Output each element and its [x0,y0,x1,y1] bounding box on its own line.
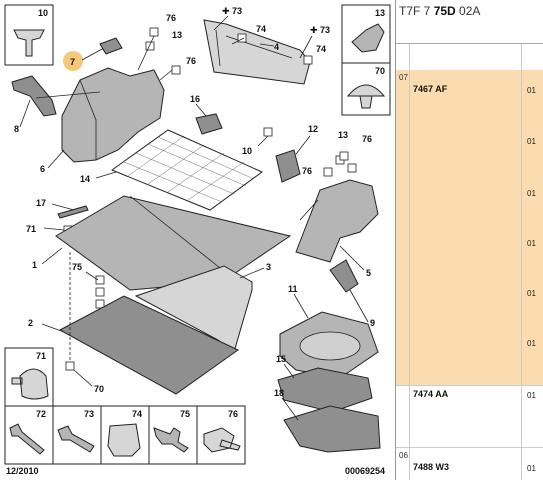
callout-76-c: 76 [362,134,372,144]
row-qty: 01 [527,391,536,400]
svg-text:✚: ✚ [222,6,230,16]
nut-74-icon [107,423,141,457]
row-qty: 01 [527,137,536,146]
part-8-bracket [11,75,57,117]
part-9-bracket [329,259,359,293]
inset-label-75: 75 [180,409,190,419]
part-14-net [110,129,263,211]
callout-13-b: 13 [338,130,348,140]
row-ref: 7474 AA [413,389,449,399]
callout-6: 6 [40,164,45,174]
part-15-insert [277,367,373,413]
inset-label-74: 74 [132,409,142,419]
header-code-bold: 75D [433,4,456,18]
inset-label-13: 13 [375,8,385,18]
part-4-side-trim [203,19,311,85]
part-7-clip [99,37,123,55]
callout-18: 18 [274,388,284,398]
rivet-75-icon [153,427,189,453]
callout-76-a: 76 [166,13,176,23]
inset-label-70: 70 [375,66,385,76]
callout-74-b: 74 [316,44,326,54]
callout-73-b: 73 [320,25,330,35]
callout-75: 75 [72,262,82,272]
callout-74-a: 74 [256,24,266,34]
row-qty: 01 [527,86,536,95]
screw-73-icon [57,425,95,453]
callout-9: 9 [370,318,375,328]
part-2-carpet [58,295,239,395]
part-6-side-trim [61,67,165,163]
callout-7: 7 [70,57,75,67]
row-ref: 7488 W3 [413,462,450,472]
table-row[interactable]: 07 7467 AF 01 01 01 01 01 01 [396,70,543,386]
callout-11: 11 [288,284,298,294]
clip-76-icon [203,427,241,453]
row-qty: 01 [527,464,536,473]
parts-table: T7F 7 75D 02A 07 7467 AF 01 01 01 01 01 … [395,0,543,480]
callout-12: 12 [308,124,318,134]
callout-14: 14 [80,174,90,184]
callout-10: 10 [242,146,252,156]
callout-13-a: 13 [172,30,182,40]
clip-10-icon [13,29,45,57]
callout-76-d: 76 [302,166,312,176]
table-header: T7F 7 75D 02A [396,0,543,44]
footer-date: 12/2010 [6,466,39,476]
callout-2: 2 [28,318,33,328]
callout-70: 70 [94,384,104,394]
part-16-cover [195,113,223,135]
header-spacer [396,44,543,71]
svg-text:✚: ✚ [310,25,318,35]
callout-15: 15 [276,354,286,364]
row-qty: 01 [527,189,536,198]
inset-label-76: 76 [228,409,238,419]
footer-ref: 00069254 [345,466,385,476]
inset-label-71: 71 [36,351,46,361]
part-1-floor [55,195,292,291]
row-qty: 01 [527,339,536,348]
inset-label-10: 10 [38,8,48,18]
callout-4: 4 [274,42,279,52]
callout-17: 17 [36,198,46,208]
part-12-cover [275,149,301,183]
part-5-side-trim [295,179,379,263]
row-qty: 01 [527,239,536,248]
part-18-liner [283,405,381,453]
callout-8: 8 [14,124,19,134]
callout-73-a: 73 [232,6,242,16]
highlight-marker [63,51,83,71]
table-row[interactable]: 06 7488 W3 01 [396,448,543,480]
callout-1: 1 [32,260,37,270]
callout-3: 3 [266,262,271,272]
screw-72-icon [9,423,45,455]
pushpin-70-icon [346,84,386,109]
callout-71-a: 71 [26,224,36,234]
inset-label-73: 73 [84,409,94,419]
table-row[interactable]: 7474 AA 01 [396,386,543,448]
callout-16: 16 [190,94,200,104]
row-group: 06 [399,451,408,460]
hook-13-icon [351,23,385,53]
header-code-prefix: T7F 7 [399,4,434,18]
callout-76-b: 76 [186,56,196,66]
header-code-suffix: 02A [455,4,481,18]
parts-diagram: 10 8 7 6 76 13 76 16 73 ✚ 74 4 73 ✚ 74 1… [4,4,391,476]
callout-5: 5 [366,268,371,278]
row-group: 07 [399,73,408,82]
inset-label-72: 72 [36,409,46,419]
pushpin-71-icon [11,368,49,400]
row-qty: 01 [527,289,536,298]
row-ref: 7467 AF [413,84,448,94]
